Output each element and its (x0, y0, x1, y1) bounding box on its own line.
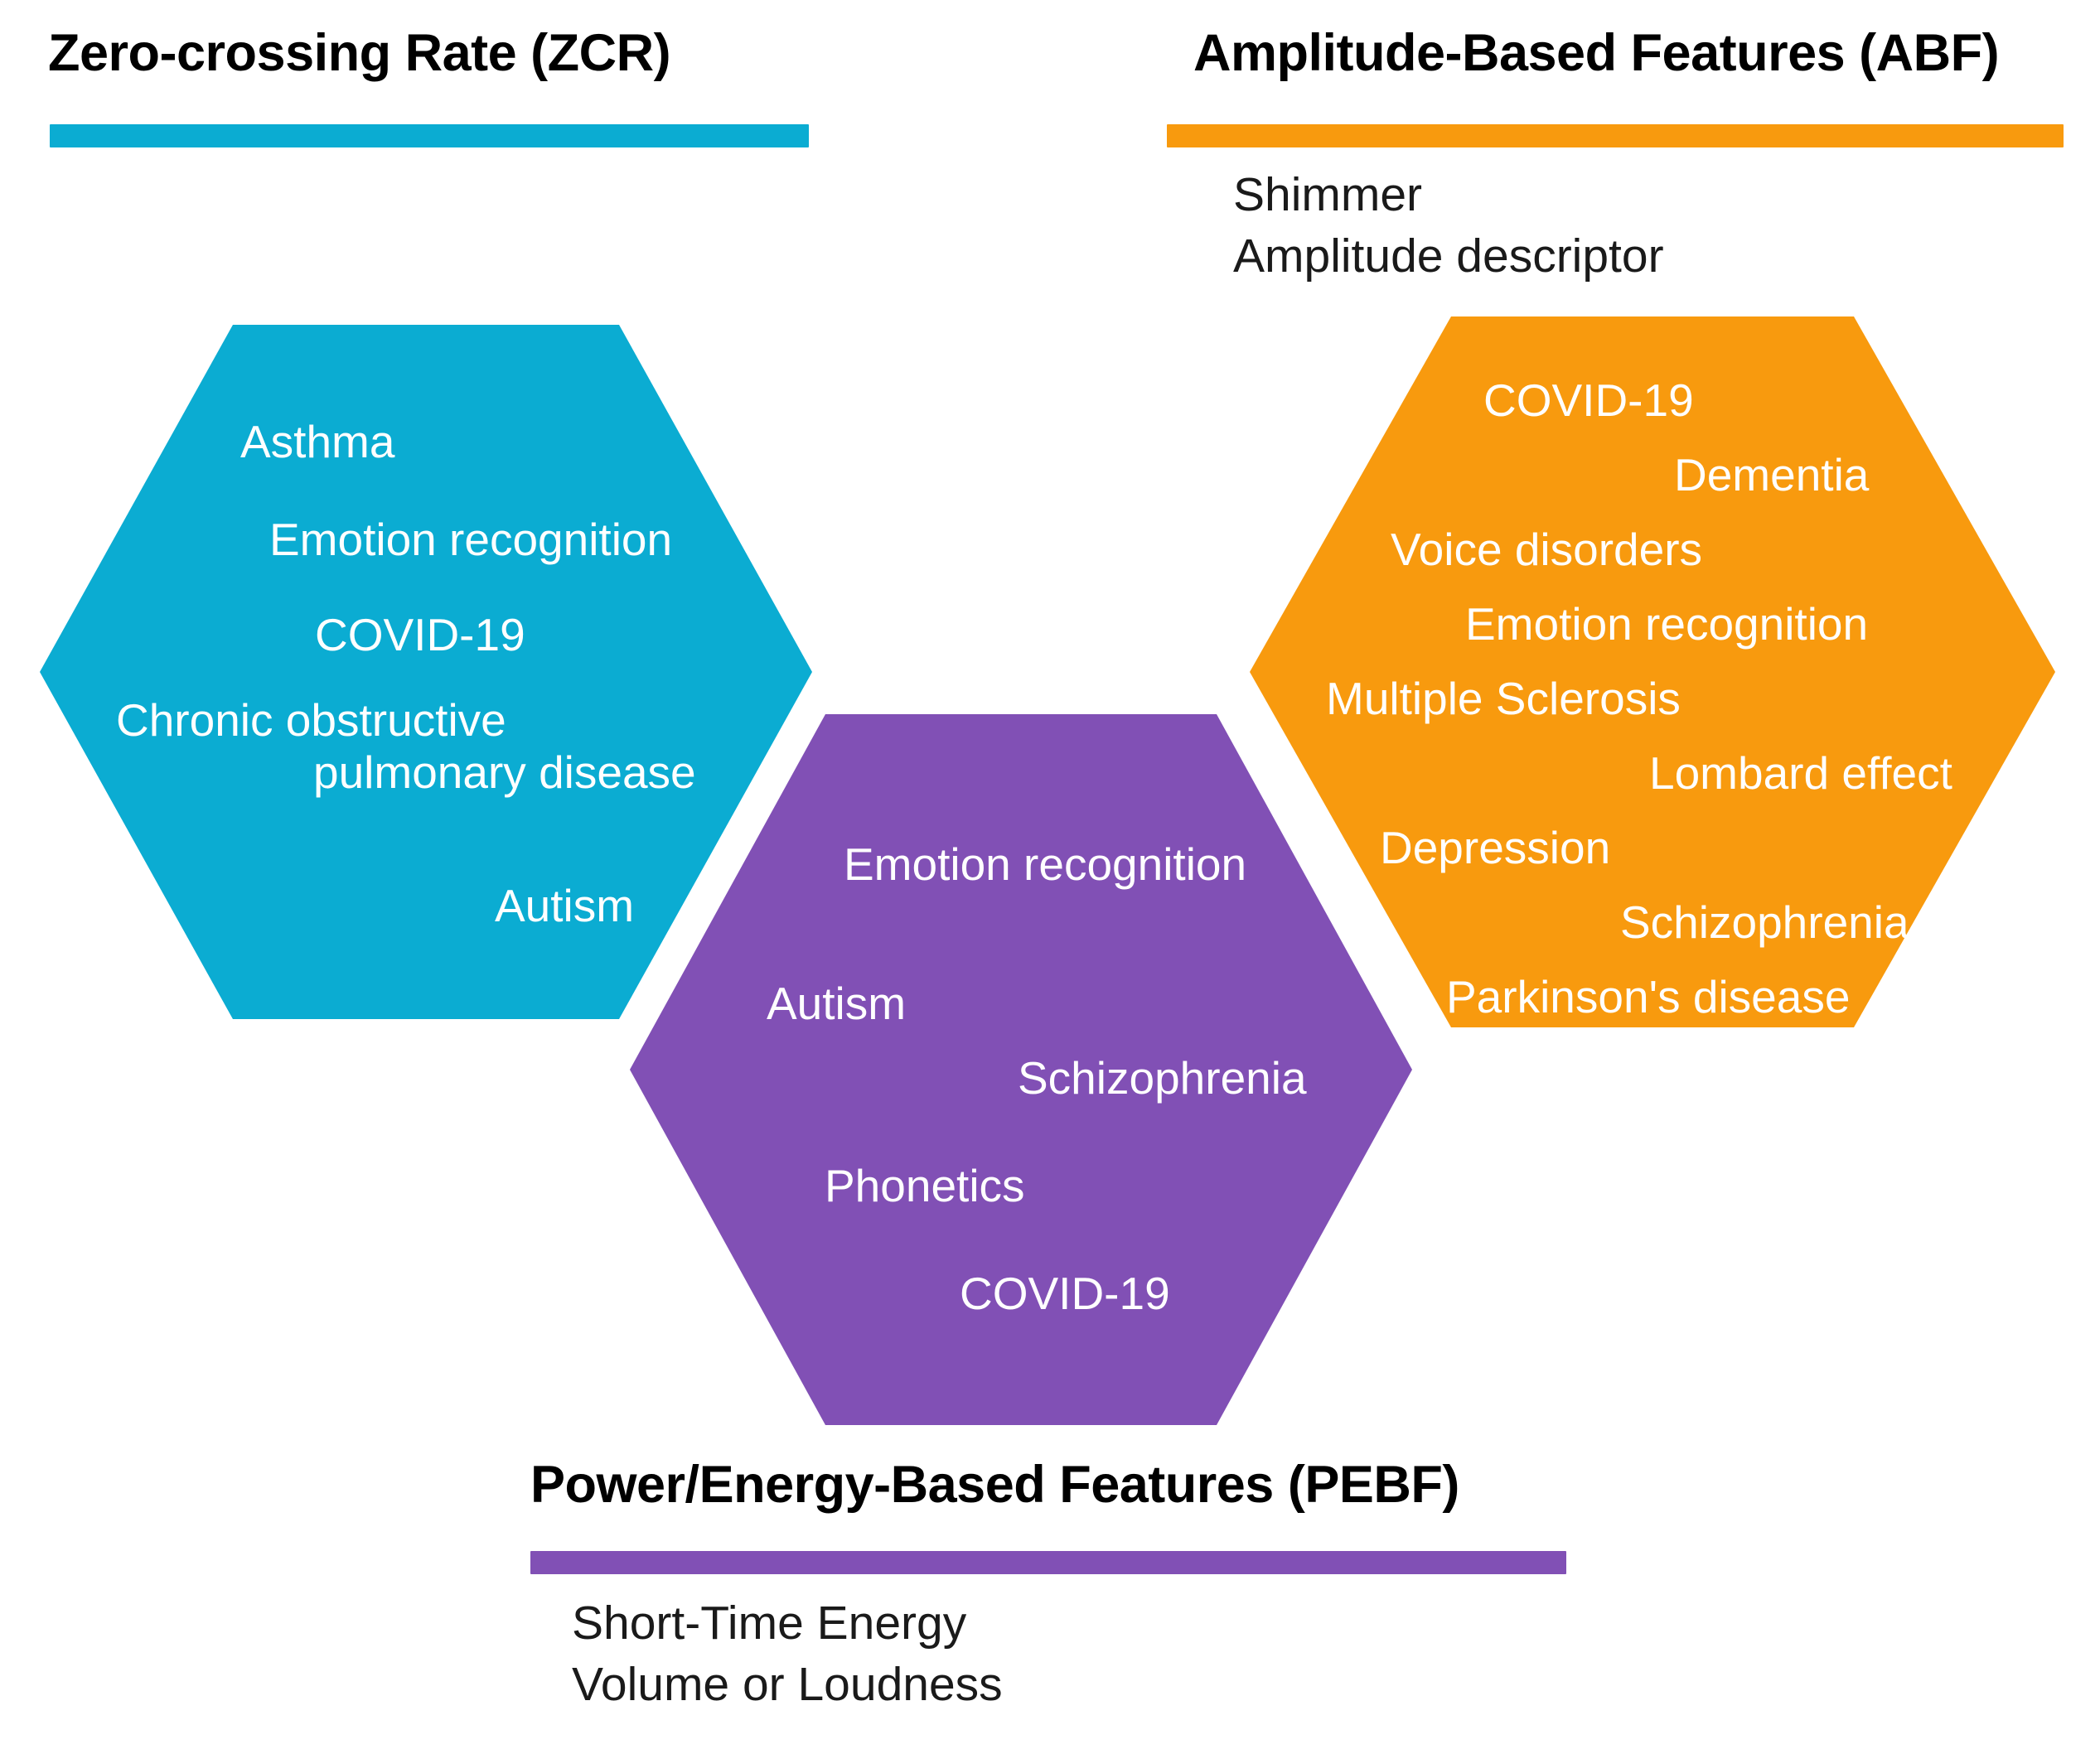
abf-accent-rule (1167, 124, 2064, 147)
zcr-application-copd-line2: pulmonary disease (313, 747, 696, 799)
abf-application-lombard-effect: Lombard effect (1649, 747, 1952, 799)
abf-section-title: Amplitude-Based Features (ABF) (1193, 24, 2000, 82)
pebf-feature-list: Short-Time Energy Volume or Loudness (572, 1592, 1003, 1715)
abf-application-dementia: Dementia (1674, 449, 1870, 500)
abf-application-voice-disorders: Voice disorders (1391, 524, 1703, 575)
zcr-application-copd: Chronic obstructive pulmonary disease (116, 694, 696, 800)
pebf-section-title: Power/Energy-Based Features (PEBF) (530, 1456, 1459, 1514)
pebf-application-covid-19: COVID-19 (960, 1268, 1170, 1319)
pebf-application-autism: Autism (767, 978, 907, 1029)
zcr-application-autism: Autism (495, 880, 635, 931)
zcr-application-covid-19: COVID-19 (315, 609, 525, 660)
abf-feature-list: Shimmer Amplitude descriptor (1233, 164, 1664, 287)
zcr-application-copd-line1: Chronic obstructive (116, 694, 506, 746)
abf-application-parkinsons-disease: Parkinson's disease (1446, 971, 1851, 1022)
abf-hexagon (1250, 316, 2055, 1027)
zcr-section-title: Zero-crossing Rate (ZCR) (48, 24, 671, 82)
abf-application-depression: Depression (1380, 822, 1611, 873)
pebf-feature-short-time-energy: Short-Time Energy (572, 1597, 967, 1650)
zcr-application-asthma: Asthma (240, 416, 395, 467)
abf-feature-shimmer: Shimmer (1233, 168, 1423, 221)
pebf-application-schizophrenia: Schizophrenia (1018, 1052, 1307, 1104)
abf-application-covid-19: COVID-19 (1483, 374, 1694, 426)
zcr-application-emotion-recognition: Emotion recognition (269, 514, 673, 565)
pebf-application-emotion-recognition: Emotion recognition (844, 838, 1247, 890)
pebf-application-phonetics: Phonetics (825, 1160, 1025, 1211)
pebf-accent-rule (530, 1551, 1566, 1574)
zcr-hexagon (40, 325, 812, 1019)
abf-application-multiple-sclerosis: Multiple Sclerosis (1326, 673, 1681, 724)
zcr-accent-rule (50, 124, 809, 147)
abf-application-schizophrenia: Schizophrenia (1620, 896, 1909, 948)
pebf-feature-volume-or-loudness: Volume or Loudness (572, 1658, 1003, 1712)
abf-application-emotion-recognition: Emotion recognition (1465, 598, 1869, 650)
abf-feature-amplitude-descriptor: Amplitude descriptor (1233, 230, 1664, 283)
